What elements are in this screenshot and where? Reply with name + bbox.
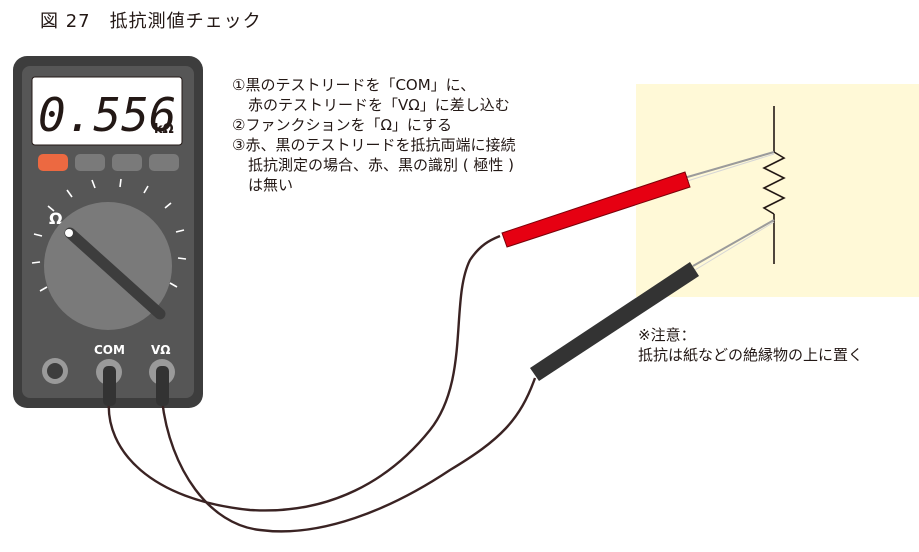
black-test-probe[interactable] [530,219,775,381]
function-button-1[interactable] [38,154,68,171]
dial-ohm-label: Ω [49,209,63,228]
red-test-probe[interactable] [501,151,775,248]
function-button-2[interactable] [75,154,105,171]
lcd-unit: kΩ [154,122,174,137]
instruction-3: ③赤、黒のテストリードを抵抗両端に接続 [232,136,516,154]
vohm-jack-label: VΩ [151,343,171,357]
com-jack-label: COM [94,343,125,357]
function-button-4[interactable] [149,154,179,171]
figure-title: 図 27 抵抗測値チェック [40,11,262,32]
function-button-3[interactable] [112,154,142,171]
dial-pointer [64,227,166,320]
instruction-1: ①黒のテストリードを「COM」に、 [232,76,476,94]
instruction-3-cont: 抵抗測定の場合、赤、黒の識別 ( 極性 ) [248,156,515,174]
lcd-display [31,76,183,146]
lead-wires [107,234,537,533]
instruction-3-cont2: は無い [248,176,294,194]
dial-indicator-dot [65,229,73,237]
note-heading: ※注意： [638,326,696,344]
resistor-panel [636,84,919,297]
vohm-plug [156,366,169,406]
note-body: 抵抗は紙などの絶縁物の上に置く [638,346,864,364]
com-plug [103,366,116,406]
ma-jack[interactable] [42,358,68,384]
multimeter: 0.556 kΩ Ω COM VΩ [13,56,203,408]
dial-ticks [31,178,187,292]
instruction-2: ②ファンクションを「Ω」にする [232,116,453,134]
lcd-reading: 0.556 [38,88,176,142]
instruction-1-cont: 赤のテストリードを「VΩ」に差し込む [248,96,510,114]
